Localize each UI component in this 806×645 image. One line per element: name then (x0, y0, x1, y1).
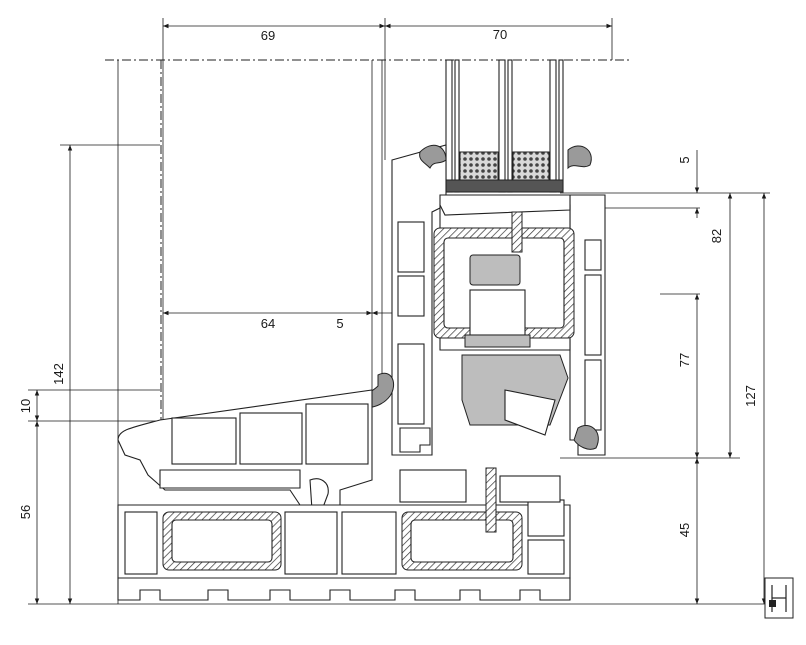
dim-left-total-height: 142 (51, 363, 66, 385)
dim-right-glass: 82 (709, 229, 724, 243)
extension-lines (28, 18, 770, 605)
dim-right-base: 45 (677, 523, 692, 537)
dim-inner-gap: 5 (336, 316, 343, 331)
dim-right-top-gap: 5 (677, 156, 692, 163)
window-section-symbol-icon (764, 577, 794, 619)
sill-profile (117, 389, 373, 511)
sash-profile (391, 144, 606, 456)
dim-top-left-width: 69 (261, 28, 275, 43)
dim-left-base: 56 (18, 505, 33, 519)
dimension-lines (34, 23, 767, 604)
dim-right-middle: 77 (677, 353, 692, 367)
dim-right-total: 127 (743, 385, 758, 407)
dim-inner-width: 64 (261, 316, 275, 331)
dim-left-step: 10 (18, 399, 33, 413)
dimension-labels: 69 70 64 5 142 10 56 5 82 77 127 45 (18, 27, 758, 537)
frame-profile (117, 467, 571, 601)
glazing-unit (445, 59, 564, 193)
dim-top-right-width: 70 (493, 27, 507, 42)
